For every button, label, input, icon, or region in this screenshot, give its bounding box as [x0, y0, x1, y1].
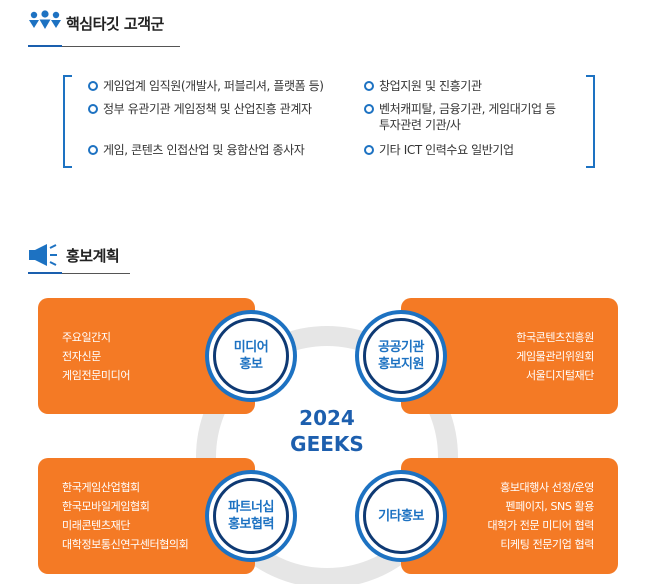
circle-bullet-icon — [88, 145, 98, 155]
list-item: 게임업계 임직원(개발사, 퍼블리셔, 플랫폼 등) — [88, 78, 324, 94]
circle-bullet-icon — [364, 145, 374, 155]
list-bracket-right — [586, 75, 595, 168]
circle-bullet-icon — [88, 104, 98, 114]
section-title-promo: 홍보계획 — [66, 246, 120, 265]
card-line: 주요일간지 — [62, 331, 111, 344]
card-line: 미래콘텐츠재단 — [62, 519, 131, 532]
card-line: 한국모바일게임협회 — [62, 500, 150, 513]
card-line: 전자신문 — [62, 350, 101, 363]
card-line: 서울디지털재단 — [525, 369, 594, 382]
card-line: 한국콘텐츠진흥원 — [516, 331, 594, 344]
center-title-name: GEEKS — [290, 432, 364, 456]
bubble-public: 공공기관 홍보지원 — [363, 318, 439, 394]
list-item: 창업지원 및 진흥기관 — [364, 78, 482, 94]
bubble-etc: 기타홍보 — [363, 478, 439, 554]
section-title-targets: 핵심타깃 고객군 — [66, 14, 164, 33]
bubble-media: 미디어 홍보 — [213, 318, 289, 394]
card-line: 펜페이지, SNS 활용 — [505, 500, 594, 513]
card-line: 게임물관리위원회 — [516, 350, 594, 363]
circle-bullet-icon — [364, 104, 374, 114]
section-divider-targets — [28, 46, 180, 47]
section-header-promo: 홍보계획 — [28, 242, 120, 268]
card-line: 티케팅 전문기업 협력 — [500, 538, 594, 551]
bubble-partner: 파트너십 홍보협력 — [213, 478, 289, 554]
section-divider-promo — [28, 273, 130, 274]
card-line: 대학가 전문 미디어 협력 — [487, 519, 595, 532]
list-item: 게임, 콘텐츠 인접산업 및 융합산업 종사자 — [88, 142, 305, 158]
card-line: 홍보대행사 선정/운영 — [500, 481, 594, 494]
section-header-targets: 핵심타깃 고객군 — [28, 10, 164, 36]
card-line: 한국게임산업협회 — [62, 481, 140, 494]
circle-bullet-icon — [88, 81, 98, 91]
card-line: 게임전문미디어 — [62, 369, 131, 382]
circle-bullet-icon — [364, 81, 374, 91]
card-line: 대학정보통신연구센터협의회 — [62, 538, 189, 551]
center-title: 2024 GEEKS — [277, 405, 377, 457]
center-title-year: 2024 — [299, 406, 355, 430]
people-group-icon — [28, 10, 62, 36]
list-bracket-left — [63, 75, 72, 168]
list-item: 정부 유관기관 게임정책 및 산업진흥 관계자 — [88, 101, 312, 117]
section-divider-accent-promo — [28, 272, 62, 274]
megaphone-icon — [28, 242, 62, 268]
list-item: 기타 ICT 인력수요 일반기업 — [364, 142, 514, 158]
section-divider-accent-targets — [28, 45, 62, 47]
list-item: 벤처캐피탈, 금융기관, 게임대기업 등 투자관련 기관/사 — [364, 101, 556, 133]
